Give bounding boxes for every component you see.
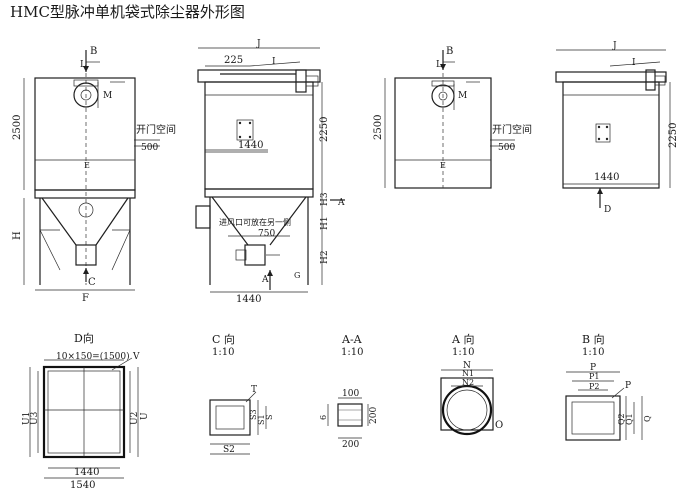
detail-A-title: A 向 bbox=[451, 332, 474, 346]
arrow-A-label: A bbox=[261, 275, 269, 285]
detail-D-U3: U3 bbox=[30, 411, 40, 425]
detail-C-scale: 1:10 bbox=[212, 347, 234, 358]
detail-AA-100: 100 bbox=[342, 389, 359, 399]
door-space-right-label: 开门空间 bbox=[492, 123, 532, 136]
detail-AA-title: A-A bbox=[341, 333, 363, 346]
detail-AA-6: 6 bbox=[319, 415, 328, 420]
dim-2500-label: 2500 bbox=[12, 115, 23, 140]
detail-C-S2: S2 bbox=[223, 445, 235, 455]
section-A-label: A bbox=[337, 198, 345, 208]
dim-M-right-label: M bbox=[458, 91, 467, 101]
detail-AA-scale: 1:10 bbox=[341, 347, 363, 358]
detail-B-scale: 1:10 bbox=[582, 347, 604, 358]
detail-D-1440: 1440 bbox=[74, 467, 99, 478]
dim-500-right-label: 500 bbox=[498, 143, 515, 153]
detail-A-N: N bbox=[463, 361, 471, 371]
dim-L-label: L bbox=[80, 60, 86, 70]
dim-H3-label: H3 bbox=[320, 192, 330, 206]
detail-A-view: A 向 1:10 N N1 N2 O bbox=[440, 332, 503, 436]
arrow-B-label: B bbox=[90, 46, 97, 57]
detail-C-S1: S1 bbox=[257, 414, 266, 425]
side-view-left: J I 225 1440 2250 H3 H1 H2 进风口可放在另一侧 750… bbox=[195, 39, 345, 305]
detail-B-P1: P1 bbox=[589, 372, 599, 381]
inlet-note: 进风口可放在另一侧 bbox=[219, 217, 291, 227]
dim-1440-bottom-label: 1440 bbox=[236, 294, 261, 305]
detail-C-title: C 向 bbox=[212, 332, 235, 346]
detail-B-Q1: Q1 bbox=[625, 413, 634, 425]
detail-AA-200-side: 200 bbox=[369, 407, 379, 424]
detail-C-S3: S3 bbox=[249, 409, 258, 420]
arrow-D-label: D bbox=[604, 205, 611, 215]
detail-D-view: D向 10×150=(1500) V U1 U3 U2 U 1440 1540 bbox=[22, 331, 150, 491]
detail-A-N1: N1 bbox=[462, 369, 474, 378]
dim-2250-label: 2250 bbox=[319, 117, 330, 142]
detail-A-scale: 1:10 bbox=[452, 347, 474, 358]
dim-E-right-label: E bbox=[440, 161, 446, 170]
detail-B-title: B 向 bbox=[582, 332, 605, 346]
dim-L-right-label: L bbox=[436, 60, 442, 70]
dim-2250-right-label: 2250 bbox=[668, 123, 679, 148]
arrow-C-label: C bbox=[88, 277, 96, 288]
dim-F-label: F bbox=[82, 293, 89, 304]
dim-I-right-label: I bbox=[632, 58, 636, 68]
front-view-right: B L M 2500 开门空间 500 E bbox=[373, 46, 532, 189]
dim-750-label: 750 bbox=[258, 229, 275, 239]
dim-J-right-label: J bbox=[612, 41, 617, 51]
dim-E-label: E bbox=[84, 161, 90, 170]
dim-G-label: G bbox=[294, 271, 300, 280]
detail-B-Q2: Q2 bbox=[617, 413, 626, 425]
detail-A-O: O bbox=[495, 420, 503, 431]
dim-1440-right-label: 1440 bbox=[594, 172, 619, 183]
dim-500-label: 500 bbox=[141, 143, 158, 153]
dim-H2-label: H2 bbox=[320, 250, 330, 264]
dim-H1-label: H1 bbox=[320, 216, 330, 230]
detail-B-Q: Q bbox=[643, 415, 652, 422]
door-space-label: 开门空间 bbox=[136, 123, 176, 136]
detail-A-N2: N2 bbox=[462, 378, 474, 387]
drawing-title: HMC型脉冲单机袋式除尘器外形图 bbox=[10, 3, 245, 21]
arrow-B-right-label: B bbox=[446, 46, 453, 57]
detail-D-U: U bbox=[140, 412, 150, 420]
dim-H-label: H bbox=[12, 231, 23, 240]
dim-1440-top-label: 1440 bbox=[238, 140, 263, 151]
dim-2500-right-label: 2500 bbox=[373, 115, 384, 140]
dim-I-label: I bbox=[272, 57, 276, 67]
detail-B-view: B 向 1:10 P P1 P2 P Q2 Q1 Q bbox=[565, 332, 652, 441]
detail-C-view: C 向 1:10 T S3 S1 S S2 bbox=[209, 332, 274, 455]
detail-C-S: S bbox=[265, 415, 274, 420]
detail-D-top-note: 10×150=(1500) bbox=[56, 351, 130, 362]
dim-225-label: 225 bbox=[224, 55, 243, 66]
dim-J-label: J bbox=[256, 39, 261, 49]
detail-B-P-right: P bbox=[625, 381, 631, 391]
side-view-right: J I 2250 1440 D bbox=[555, 41, 679, 215]
detail-B-P: P bbox=[590, 363, 596, 373]
detail-C-T: T bbox=[251, 385, 257, 395]
detail-D-U1: U1 bbox=[22, 412, 32, 425]
detail-AA-200-bottom: 200 bbox=[342, 440, 359, 450]
detail-B-P2: P2 bbox=[589, 382, 599, 391]
detail-D-U2: U2 bbox=[130, 412, 140, 425]
detail-AA-view: A-A 1:10 100 200 200 6 bbox=[319, 333, 379, 450]
detail-D-title: D向 bbox=[74, 331, 94, 345]
dim-M-label: M bbox=[103, 91, 112, 101]
detail-D-V: V bbox=[132, 352, 140, 362]
detail-D-1540: 1540 bbox=[70, 480, 95, 491]
front-view-left: B L M 2500 开门空间 500 H C F E bbox=[12, 46, 176, 304]
